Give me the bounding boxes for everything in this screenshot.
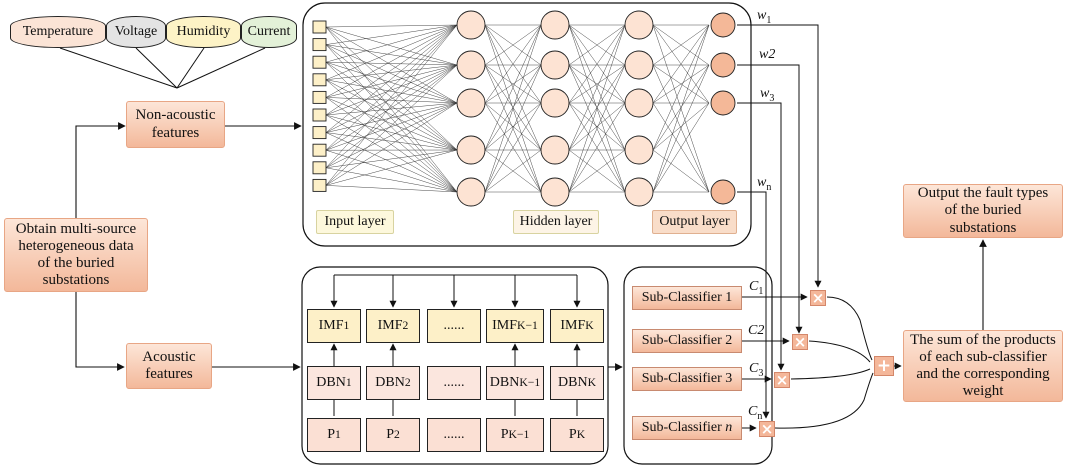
c-label-1: C1 [749,279,764,297]
acoustic-text: Acoustic features [142,348,196,382]
output-layer-text: Output layer [659,213,730,229]
c-label-2: C2 [748,323,765,338]
sum-products-box: The sum of the products of each sub-clas… [903,330,1063,402]
input-neuron-10 [312,178,327,192]
c-label-n: Cn [748,404,763,422]
hidden-neuron-2-3 [540,88,570,118]
network-nodes [312,10,736,207]
c-label-3: C3 [749,361,764,379]
sub-classifier-n: Sub-Classifier n [632,416,742,440]
hidden-neuron-1-2 [456,50,486,80]
temperature-source: Temperature [10,16,106,48]
current-source: Current [241,16,297,48]
input-neuron-2 [312,38,327,52]
input-neuron-7 [312,126,327,140]
output-neuron-1 [710,12,736,38]
hidden-neuron-3-4 [624,135,654,165]
hidden-layer-label: Hidden layer [513,210,599,234]
hidden-neuron-2-1 [540,10,570,40]
output-fault-text: Output the fault types of the buried sub… [917,185,1049,236]
obtain-data-text: Obtain multi-source heterogeneous data o… [15,220,137,289]
hidden-neuron-3-2 [624,50,654,80]
input-layer-text: Input layer [324,213,386,229]
voltage-label: Voltage [114,23,158,39]
hidden-neuron-1-1 [456,10,486,40]
multiply-icon-3: × [774,371,790,389]
input-neuron-4 [312,73,327,87]
hidden-layer-text: Hidden layer [519,213,593,229]
non-acoustic-text: Non-acoustic features [135,107,216,141]
weight-label-n: wn [757,175,772,193]
output-layer-label: Output layer [652,210,737,234]
weight-label-2: w2 [759,47,776,62]
neural-network-container [302,2,752,247]
sum-products-text: The sum of the products of each sub-clas… [910,331,1056,400]
multiply-icon-2: × [792,333,808,351]
input-neuron-1 [312,20,327,34]
decomposition-container [301,266,609,465]
main-arrows [75,122,987,371]
hidden-neuron-3-1 [624,10,654,40]
input-neuron-9 [312,161,327,175]
input-neuron-6 [312,108,327,122]
dbn-ellipsis: ...... [427,366,481,400]
sub-classifier-2: Sub-Classifier 2 [632,329,742,353]
p-ellipsis: ...... [427,418,481,452]
weight-label-3: w3 [760,86,775,104]
current-label: Current [247,23,291,39]
output-neuron-3 [710,90,736,116]
network-edges [325,24,710,193]
output-fault-box: Output the fault types of the buried sub… [903,184,1063,238]
non-acoustic-features-box: Non-acoustic features [126,101,225,148]
hidden-neuron-3-5 [624,177,654,207]
hidden-neuron-1-5 [456,177,486,207]
output-neuron-4 [710,179,736,205]
humidity-label: Humidity [176,23,231,39]
sub-classifier-1: Sub-Classifier 1 [632,286,742,310]
temperature-label: Temperature [22,23,94,39]
input-neuron-8 [312,143,327,157]
hidden-neuron-2-4 [540,135,570,165]
input-neuron-5 [312,90,327,104]
hidden-neuron-2-5 [540,177,570,207]
input-neuron-3 [312,55,327,69]
classifier-outputs [742,293,902,432]
acoustic-features-box: Acoustic features [126,343,212,389]
hidden-neuron-1-4 [456,135,486,165]
input-layer-label: Input layer [316,210,394,234]
multiply-icon-1: × [810,289,826,307]
add-icon: + [874,356,894,376]
hidden-neuron-3-3 [624,88,654,118]
output-neuron-2 [710,52,736,78]
hidden-neuron-1-3 [456,88,486,118]
sub-classifier-3: Sub-Classifier 3 [632,367,742,391]
weight-wires [737,24,822,419]
voltage-source: Voltage [106,16,166,48]
source-links [59,47,266,89]
classifier-container [623,266,773,465]
imf-ellipsis: ...... [427,309,481,343]
humidity-source: Humidity [166,16,241,48]
multiply-icon-n: × [759,420,775,438]
hidden-neuron-2-2 [540,50,570,80]
obtain-data-box: Obtain multi-source heterogeneous data o… [4,218,148,292]
weight-label-1: w1 [757,8,772,26]
